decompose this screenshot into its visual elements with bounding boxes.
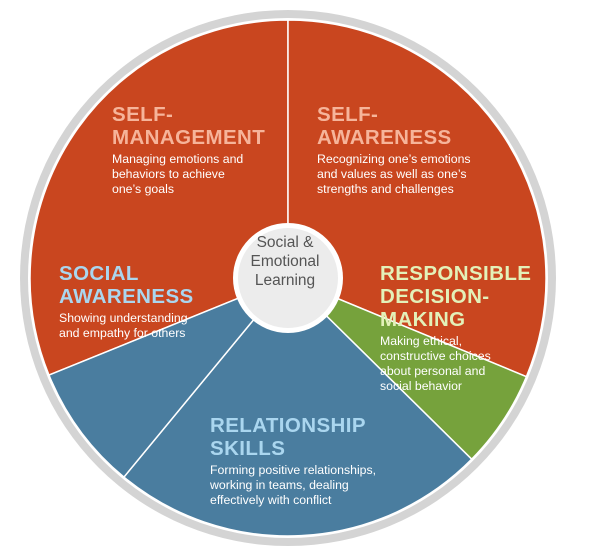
heading-line: SOCIAL: [59, 262, 139, 285]
description-line: behaviors to achieve: [112, 167, 225, 181]
heading-line: AWARENESS: [317, 126, 452, 149]
center-label-line: Learning: [254, 272, 316, 289]
self-awareness-heading: SELF- AWARENESS: [317, 103, 471, 149]
segment-self-awareness: SELF- AWARENESS Recognizing one’s emotio…: [317, 103, 471, 197]
heading-line: RESPONSIBLE: [380, 262, 532, 285]
heading-line: MANAGEMENT: [112, 126, 266, 149]
heading-line: RELATIONSHIP: [210, 414, 366, 437]
relationship-skills-description: Forming positive relationships, working …: [210, 463, 376, 508]
description-line: and empathy for others: [59, 326, 186, 340]
description-line: effectively with conflict: [210, 493, 332, 507]
self-management-heading: SELF- MANAGEMENT: [112, 103, 265, 149]
wheel-segment-self-management: [29, 19, 289, 377]
description-line: constructive choices: [380, 349, 491, 363]
description-line: strengths and challenges: [317, 182, 454, 196]
wheel-segment-self-awareness: [287, 19, 547, 378]
description-line: Forming positive relationships,: [210, 463, 377, 477]
heading-line: SELF-: [317, 103, 379, 126]
wheel-segment-social-awareness: [48, 277, 289, 479]
heading-line: MAKING: [380, 308, 466, 331]
description-line: working in teams, dealing: [210, 478, 349, 492]
description-line: about personal and: [380, 364, 486, 378]
segment-responsible-decision-making: RESPONSIBLE DECISION- MAKING Making ethi…: [380, 262, 531, 394]
heading-line: SELF-: [112, 103, 174, 126]
heading-line: SKILLS: [210, 437, 286, 460]
self-awareness-description: Recognizing one’s emotions and values as…: [317, 152, 471, 197]
responsible-decision-making-heading: RESPONSIBLE DECISION- MAKING: [380, 262, 531, 331]
self-management-description: Managing emotions and behaviors to achie…: [112, 152, 265, 197]
responsible-decision-making-description: Making ethical, constructive choices abo…: [380, 334, 531, 394]
description-line: one’s goals: [112, 182, 174, 196]
segment-social-awareness: SOCIAL AWARENESS Showing understanding a…: [59, 262, 194, 341]
segment-relationship-skills: RELATIONSHIP SKILLS Forming positive rel…: [210, 414, 376, 508]
description-line: Showing understanding: [59, 311, 188, 325]
center-label-line: Emotional: [250, 253, 320, 270]
description-line: Recognizing one’s emotions: [317, 152, 471, 166]
description-line: Managing emotions and: [112, 152, 244, 166]
heading-line: AWARENESS: [59, 285, 194, 308]
description-line: and values as well as one’s: [317, 167, 467, 181]
wheel-segment-relationship-skills: [122, 276, 473, 537]
description-line: social behavior: [380, 379, 463, 393]
description-line: Making ethical,: [380, 334, 463, 348]
relationship-skills-heading: RELATIONSHIP SKILLS: [210, 414, 376, 460]
segment-self-management: SELF- MANAGEMENT Managing emotions and b…: [112, 103, 265, 197]
center-label: Social & Emotional Learning: [240, 233, 330, 290]
center-hub: [238, 228, 338, 328]
center-label-line: Social &: [256, 234, 314, 251]
social-awareness-heading: SOCIAL AWARENESS: [59, 262, 194, 308]
social-awareness-description: Showing understanding and empathy for ot…: [59, 311, 194, 341]
heading-line: DECISION-: [380, 285, 490, 308]
